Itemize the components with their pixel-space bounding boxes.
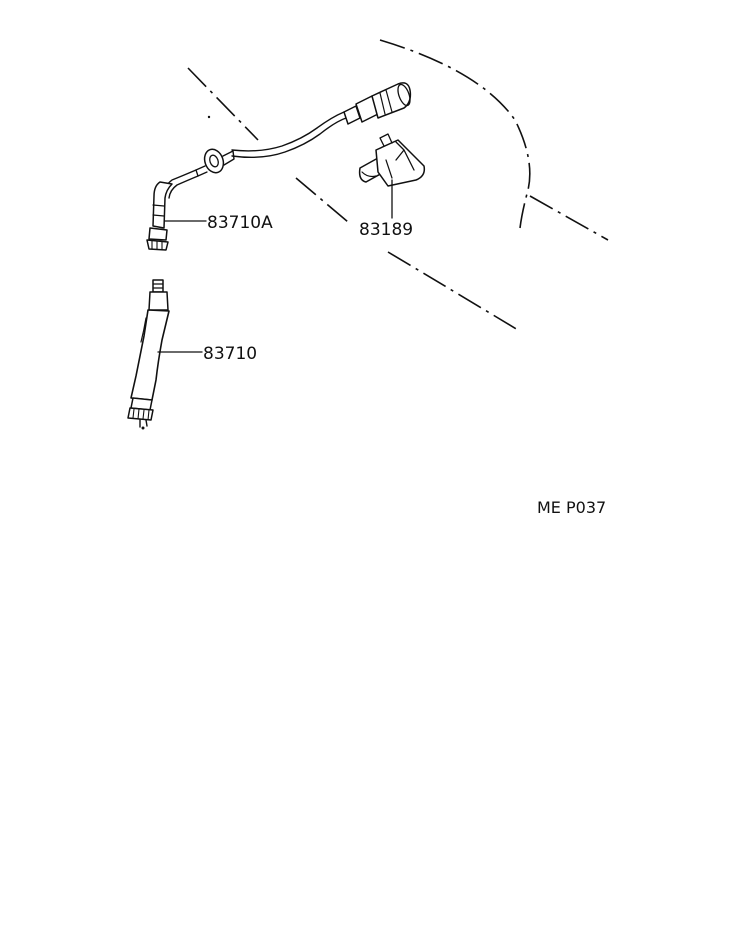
- cable-adapter: [358, 133, 426, 187]
- leader-lines: [157, 179, 393, 353]
- phantom-line-upper-left: [187, 67, 259, 141]
- speedometer-cable-upper: [146, 82, 412, 251]
- speedometer-cable-lower: [127, 279, 170, 430]
- phantom-line-right: [529, 195, 609, 241]
- cable-connector-top: [343, 82, 412, 125]
- diagram-code: ME P037: [537, 498, 606, 517]
- phantom-line-curve: [379, 39, 531, 229]
- grommet: [195, 148, 235, 177]
- part-number-lower-cable: 83710: [203, 344, 257, 364]
- phantom-line-middle: [295, 177, 349, 223]
- body-panel-outline: [187, 39, 609, 331]
- phantom-line-lower: [387, 251, 519, 331]
- part-number-adapter: 83189: [359, 220, 413, 240]
- part-number-upper-cable: 83710A: [207, 213, 273, 233]
